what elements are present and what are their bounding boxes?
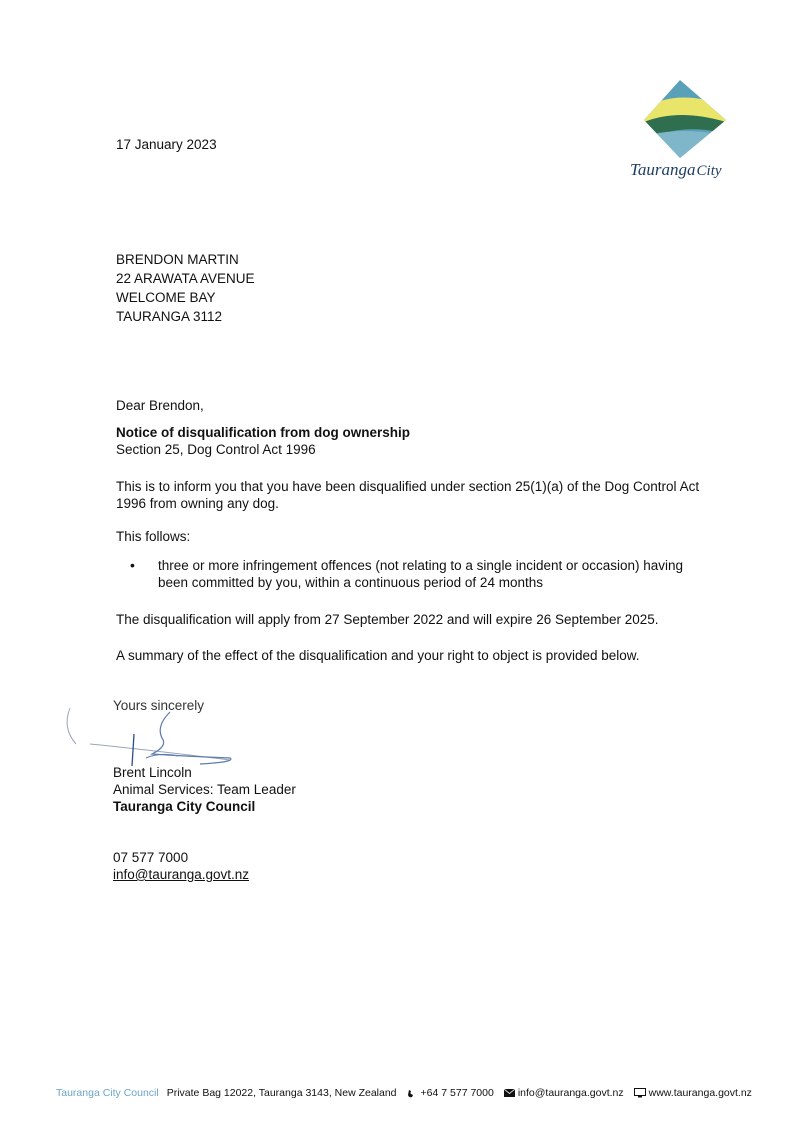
notice-subtitle: Section 25, Dog Control Act 1996 bbox=[116, 442, 316, 457]
footer-website-link[interactable]: www.tauranga.govt.nz bbox=[648, 1087, 752, 1099]
phone-icon bbox=[407, 1090, 413, 1098]
bullet-icon: • bbox=[130, 557, 135, 573]
footer-address: Private Bag 12022, Tauranga 3143, New Ze… bbox=[166, 1087, 397, 1099]
address-line: TAURANGA 3112 bbox=[116, 309, 223, 324]
signer-role: Animal Services: Team Leader bbox=[113, 782, 296, 797]
email-icon bbox=[503, 1089, 515, 1097]
closing: Yours sincerely bbox=[113, 698, 205, 713]
signature-icon bbox=[66, 707, 232, 767]
tauranga-city-logo: TaurangaCity bbox=[624, 78, 744, 188]
address-line: BRENDON MARTIN bbox=[116, 252, 239, 267]
footer-phone: +64 7 577 7000 bbox=[420, 1087, 494, 1099]
letter-date: 17 January 2023 bbox=[116, 137, 217, 152]
body-paragraph: A summary of the effect of the disqualif… bbox=[116, 648, 640, 663]
bullet-text: three or more infringement offences (not… bbox=[158, 558, 684, 590]
monitor-icon bbox=[633, 1088, 646, 1098]
body-paragraph: This is to inform you that you have been… bbox=[116, 479, 700, 511]
recipient-address: BRENDON MARTIN 22 ARAWATA AVENUE WELCOME… bbox=[116, 250, 255, 326]
salutation: Dear Brendon, bbox=[116, 398, 204, 413]
contact-phone: 07 577 7000 bbox=[113, 850, 189, 865]
footer-org: Tauranga City Council bbox=[56, 1087, 159, 1099]
footer-email-link[interactable]: info@tauranga.govt.nz bbox=[517, 1087, 624, 1099]
follows-label: This follows: bbox=[116, 529, 191, 544]
logo-mark-icon bbox=[644, 80, 726, 158]
address-line: 22 ARAWATA AVENUE bbox=[116, 271, 255, 286]
notice-title: Notice of disqualification from dog owne… bbox=[116, 425, 411, 440]
address-line: WELCOME BAY bbox=[116, 290, 216, 305]
contact-email-link[interactable]: info@tauranga.govt.nz bbox=[113, 867, 250, 882]
logo-suffix: City bbox=[696, 163, 722, 179]
signer-organisation: Tauranga City Council bbox=[113, 799, 256, 814]
logo-name: Tauranga bbox=[630, 160, 696, 179]
body-paragraph: The disqualification will apply from 27 … bbox=[116, 612, 659, 627]
page-footer: Tauranga City Council Private Bag 12022,… bbox=[56, 1087, 762, 1099]
signer-name: Brent Lincoln bbox=[113, 765, 192, 780]
